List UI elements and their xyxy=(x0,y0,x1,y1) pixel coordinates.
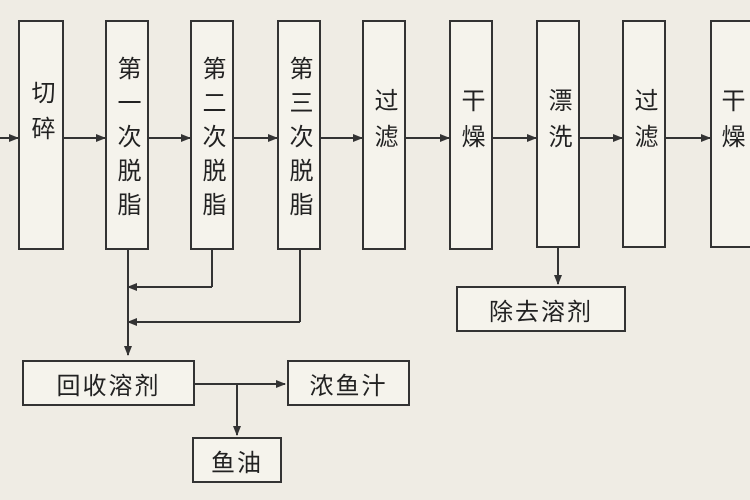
step-dry-2-label: 干燥 xyxy=(717,88,745,160)
step-degrease-2-label: 第二次脱脂 xyxy=(198,56,226,226)
step-cut: 切碎 xyxy=(18,20,64,250)
step-filter-2-label: 过滤 xyxy=(630,88,658,160)
fish-juice-box: 浓鱼汁 xyxy=(287,360,410,406)
step-filter-1: 过滤 xyxy=(362,20,406,250)
fish-oil-box: 鱼油 xyxy=(192,437,282,483)
step-dry-1: 干燥 xyxy=(449,20,493,250)
step-filter-2: 过滤 xyxy=(622,20,666,248)
step-degrease-2: 第二次脱脂 xyxy=(190,20,234,250)
fish-oil-label: 鱼油 xyxy=(211,448,263,477)
step-dry-1-label: 干燥 xyxy=(457,88,485,160)
remove-solvent-box: 除去溶剂 xyxy=(456,286,626,332)
fish-juice-label: 浓鱼汁 xyxy=(309,371,388,400)
step-filter-1-label: 过滤 xyxy=(370,88,398,160)
remove-solvent-label: 除去溶剂 xyxy=(489,297,593,326)
recover-solvent-label: 回收溶剂 xyxy=(56,371,161,400)
step-degrease-3: 第三次脱脂 xyxy=(277,20,321,250)
step-degrease-1-label: 第一次脱脂 xyxy=(113,56,141,226)
step-cut-label: 切碎 xyxy=(27,80,55,152)
step-dry-2: 干燥 xyxy=(710,20,750,248)
step-rinse: 漂洗 xyxy=(536,20,580,248)
step-degrease-3-label: 第三次脱脂 xyxy=(285,56,313,226)
step-rinse-label: 漂洗 xyxy=(544,88,572,160)
recover-solvent-box: 回收溶剂 xyxy=(22,360,195,406)
step-degrease-1: 第一次脱脂 xyxy=(105,20,149,250)
